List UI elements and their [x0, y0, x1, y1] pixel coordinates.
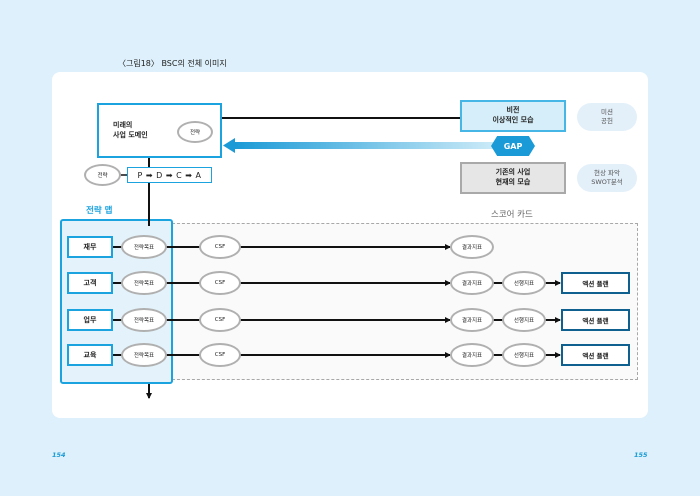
row2-csf-oval: CSF: [199, 271, 241, 295]
vision-subtitle: 이상적인 모습: [492, 116, 534, 124]
strategy-oval: 전략: [84, 164, 121, 186]
current-title: 기존의 사업: [495, 168, 531, 177]
scorecard-label: 스코어 카드: [491, 210, 533, 220]
business-domain-line1: 미래의: [113, 120, 133, 129]
vision-title: 비전: [506, 106, 520, 115]
current-box: 기존의 사업 현재의 모습: [460, 162, 566, 194]
row-label-customer: 고객: [67, 272, 113, 294]
row3-outcome-oval: 결과지표: [450, 308, 494, 332]
analysis-subtitle: SWOT분석: [591, 178, 623, 186]
gap-label: GAP: [491, 136, 535, 156]
current-subtitle: 현재의 모습: [495, 178, 531, 186]
pdca-box: P ➡ D ➡ C ➡ A: [127, 167, 212, 183]
row4-outcome-oval: 결과지표: [450, 343, 494, 367]
row2-objective-oval: 전략목표: [121, 271, 167, 295]
mission-subtitle: 공헌: [601, 117, 613, 125]
page-number-right: 155: [634, 451, 648, 459]
row3-leading-oval: 선행지표: [502, 308, 546, 332]
row4-csf-oval: CSF: [199, 343, 241, 367]
row-label-finance: 재무: [67, 236, 113, 258]
row3-action-plan: 액션 플랜: [561, 309, 630, 331]
row1-objective-oval: 전략목표: [121, 235, 167, 259]
gap-arrow-head: [223, 138, 235, 153]
domain-strategy-oval: 전략: [177, 121, 213, 143]
row2-outcome-oval: 결과지표: [450, 271, 494, 295]
row1-outcome-oval: 결과지표: [450, 235, 494, 259]
row4-action-plan: 액션 플랜: [561, 344, 630, 366]
row3-csf-oval: CSF: [199, 308, 241, 332]
page-number-left: 154: [52, 451, 66, 459]
row-label-process: 업무: [67, 309, 113, 331]
business-domain-line2: 사업 도메인: [113, 130, 148, 139]
row1-csf-oval: CSF: [199, 235, 241, 259]
vision-box: 비전 이상적인 모습: [460, 100, 566, 132]
row2-action-plan: 액션 플랜: [561, 272, 630, 294]
row2-leading-oval: 선행지표: [502, 271, 546, 295]
row3-objective-oval: 전략목표: [121, 308, 167, 332]
mission-title: 미션: [601, 108, 613, 117]
mission-pill: 미션 공헌: [577, 103, 637, 131]
row4-objective-oval: 전략목표: [121, 343, 167, 367]
gap-arrow-body: [234, 142, 496, 149]
analysis-title: 현상 파악: [594, 169, 620, 178]
strategy-map-label: 전략 맵: [86, 206, 113, 216]
row-label-learning: 교육: [67, 344, 113, 366]
analysis-pill: 현상 파악 SWOT분석: [577, 164, 637, 192]
figure-title: 〈그림18〉 BSC의 전체 이미지: [118, 59, 227, 68]
row4-leading-oval: 선행지표: [502, 343, 546, 367]
